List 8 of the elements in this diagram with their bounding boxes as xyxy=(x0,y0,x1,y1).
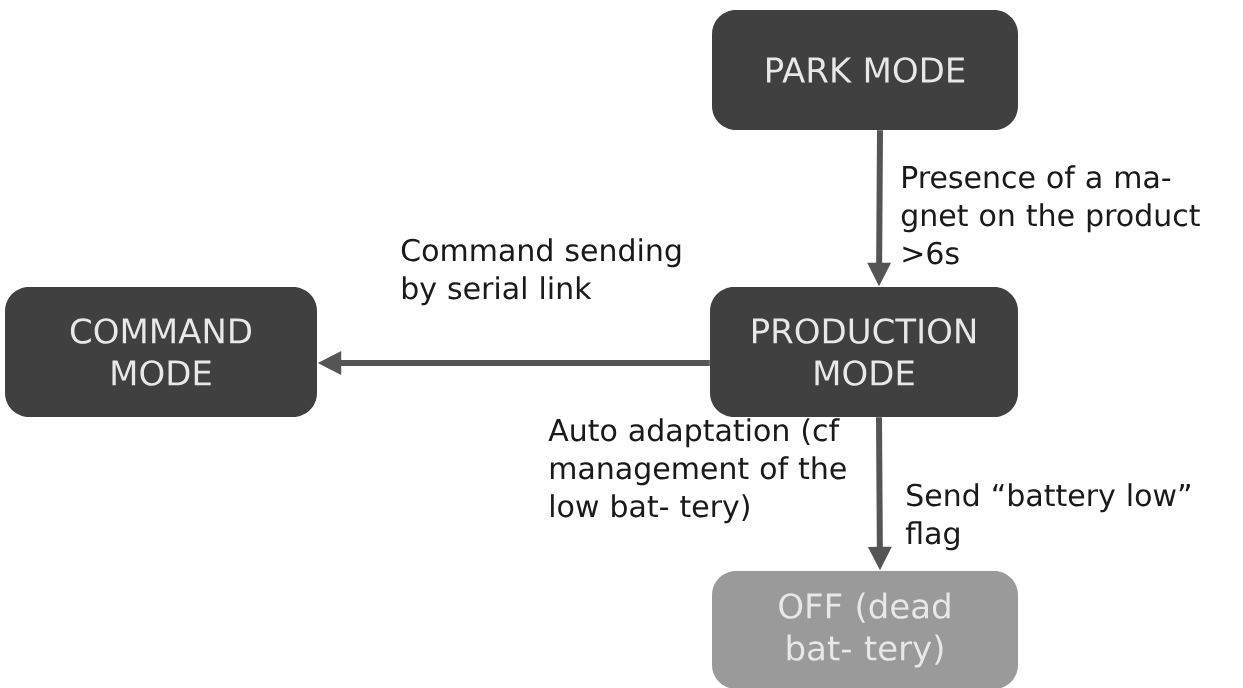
edge-label: Send “battery low” flag xyxy=(905,483,1190,551)
state-box: PRODUCTION MODE xyxy=(710,287,1018,417)
state-box: PARK MODE xyxy=(712,10,1018,130)
note-text: Auto adaptation (cf management of the low bat- tery) xyxy=(548,418,846,524)
edge-label: Presence of a ma- gnet on the product >6s xyxy=(901,165,1200,265)
state-box: OFF (dead bat- tery) xyxy=(712,571,1018,688)
edge-label: Command sending by serial link xyxy=(401,238,681,306)
state-box: COMMAND MODE xyxy=(5,287,317,417)
